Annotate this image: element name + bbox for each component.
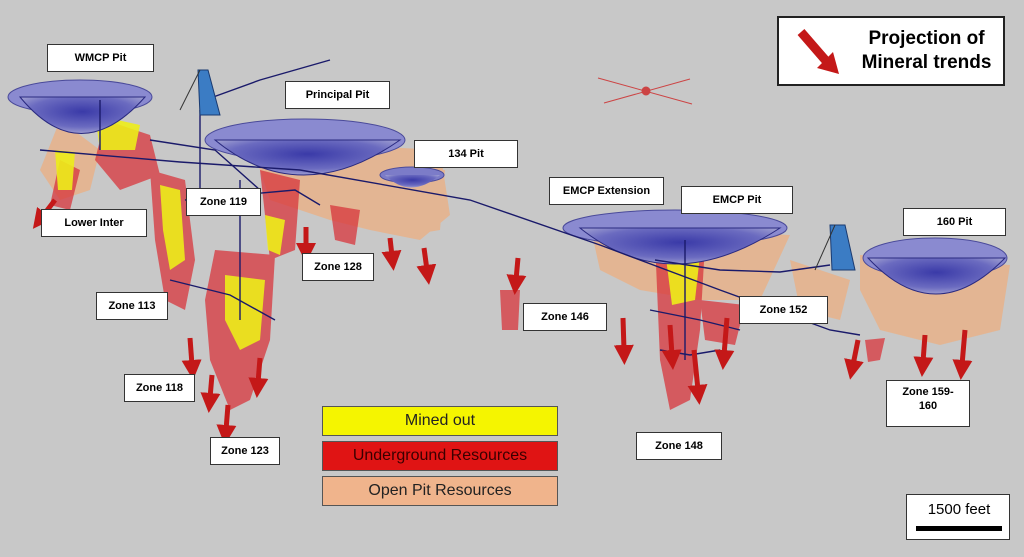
trend-arrow bbox=[844, 339, 864, 380]
trend-arrow bbox=[216, 404, 237, 445]
trend-arrow bbox=[661, 324, 682, 370]
trend-arrow bbox=[381, 237, 402, 271]
label-zone-113: Zone 113 bbox=[96, 292, 168, 320]
label-zone-123: Zone 123 bbox=[210, 437, 280, 465]
headframes bbox=[179, 69, 856, 271]
label-zone-128: Zone 128 bbox=[302, 253, 374, 281]
trend-arrow bbox=[181, 337, 202, 380]
label-zone-146: Zone 146 bbox=[523, 303, 607, 331]
label-zone-152: Zone 152 bbox=[739, 296, 828, 324]
label-160-pit: 160 Pit bbox=[903, 208, 1006, 236]
label-zone-159-160: Zone 159- 160 bbox=[886, 380, 970, 427]
scale-bar: 1500 feet bbox=[906, 494, 1010, 540]
scale-bar-line bbox=[916, 526, 1002, 531]
projection-legend-line1: Projection of bbox=[868, 28, 985, 49]
label-zone-118: Zone 118 bbox=[124, 374, 195, 402]
trend-arrow bbox=[952, 329, 973, 380]
label-emcp-pit: EMCP Pit bbox=[681, 186, 793, 214]
compass-rose bbox=[597, 77, 693, 105]
label-zone-119: Zone 119 bbox=[186, 188, 261, 216]
label-zone-159-160-line1: Zone 159- bbox=[902, 386, 954, 398]
scale-bar-label: 1500 feet bbox=[927, 501, 991, 518]
trend-arrow bbox=[416, 247, 437, 285]
trend-arrow bbox=[714, 317, 735, 370]
projection-legend-line2: Mineral trends bbox=[861, 52, 992, 73]
trend-arrow bbox=[248, 357, 269, 398]
label-emcp-extension: EMCP Extension bbox=[549, 177, 664, 205]
trend-arrow bbox=[613, 317, 634, 365]
projection-arrow-icon bbox=[797, 29, 839, 74]
mineral-trend-arrows bbox=[32, 198, 973, 445]
label-lower-inter: Lower Inter bbox=[41, 209, 147, 237]
open-pits bbox=[7, 79, 1008, 295]
trend-arrow bbox=[506, 257, 527, 295]
trend-arrow bbox=[200, 374, 221, 413]
trend-arrow bbox=[687, 349, 708, 405]
label-134-pit: 134 Pit bbox=[414, 140, 518, 168]
label-zone-148: Zone 148 bbox=[636, 432, 722, 460]
projection-legend: Projection of Mineral trends bbox=[777, 16, 1005, 86]
legend-open-pit-resources: Open Pit Resources bbox=[322, 476, 558, 506]
legend-underground-resources: Underground Resources bbox=[322, 441, 558, 471]
label-zone-159-160-line2: 160 bbox=[918, 400, 938, 412]
label-wmcp-pit: WMCP Pit bbox=[47, 44, 154, 72]
label-principal-pit: Principal Pit bbox=[285, 81, 390, 109]
legend-mined-out: Mined out bbox=[322, 406, 558, 436]
projection-legend-text: Projection of Mineral trends bbox=[849, 27, 1004, 75]
trend-arrow bbox=[913, 334, 934, 377]
